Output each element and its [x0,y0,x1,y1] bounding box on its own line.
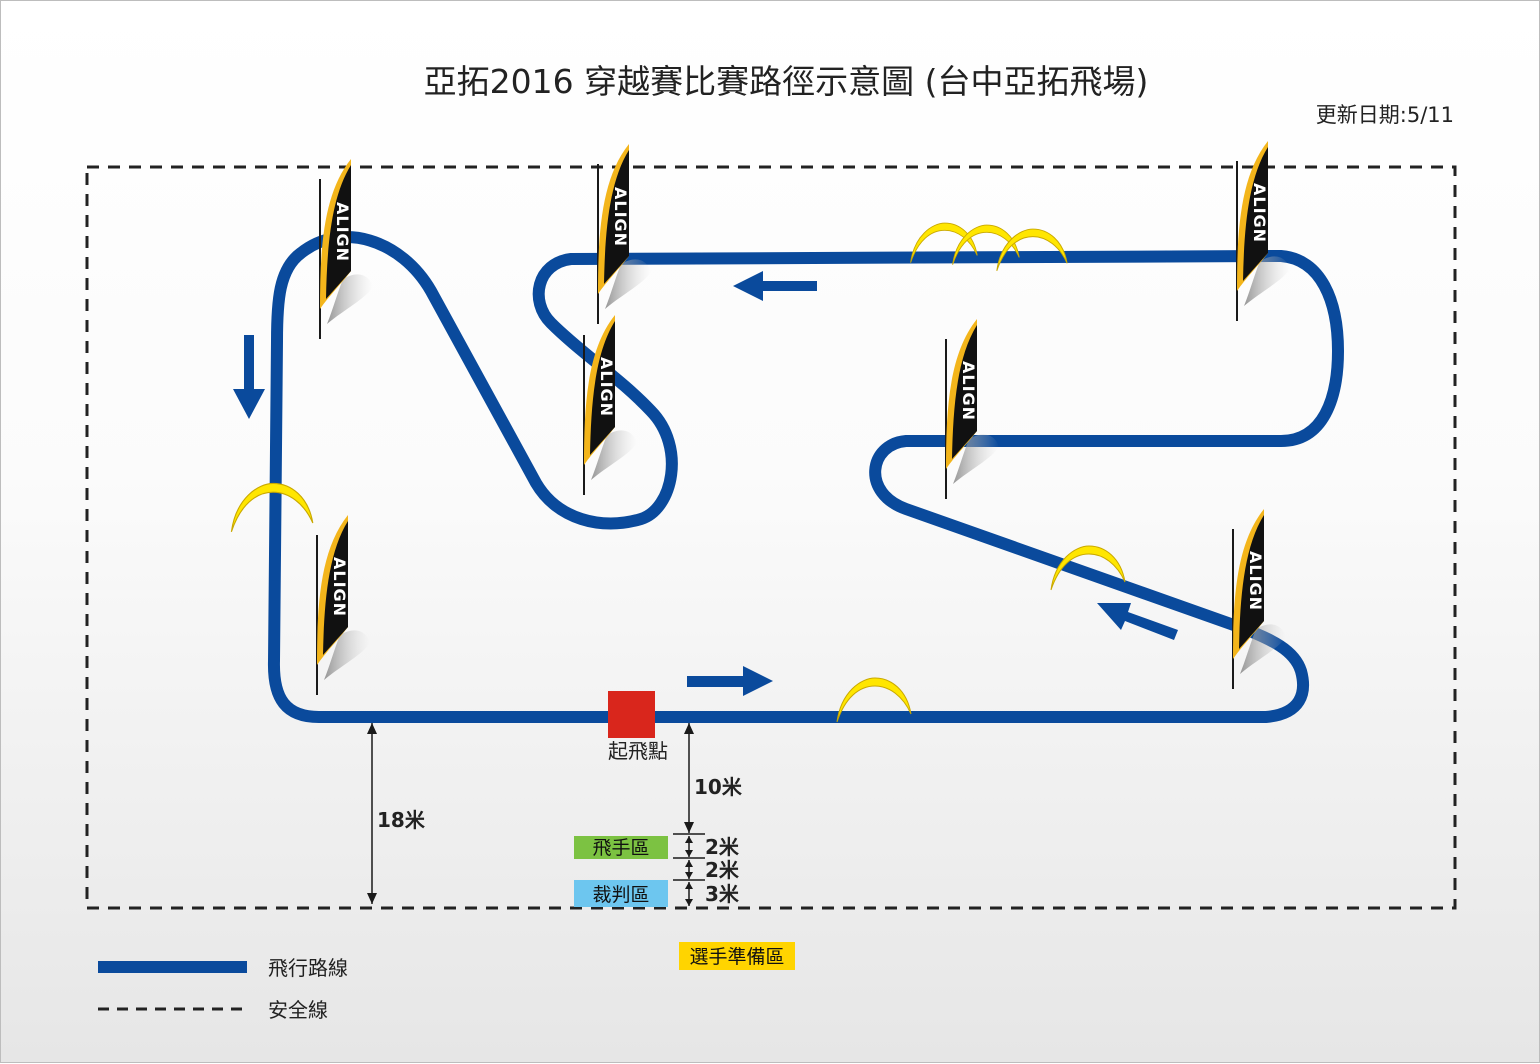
takeoff-label: 起飛點 [608,739,668,763]
page-title: 亞拓2016 穿越賽比賽路徑示意圖 (台中亞拓飛場) [424,62,1149,101]
flags: ALIGN ALIGN ALIGN ALIGN ALIGN ALIGN ALIG… [316,140,1291,696]
legend: 飛行路線 安全線 [98,956,348,1022]
pilot-zone [574,836,668,859]
dimension-18m: 18米 [377,808,426,832]
svg-text:ALIGN: ALIGN [1250,183,1269,243]
dimension-2m-a: 2米 [705,835,740,859]
judge-zone [574,880,668,907]
dimension-3m: 3米 [705,882,740,906]
pilot-zone-label: 飛手區 [592,837,649,859]
flight-path [267,231,1344,723]
arrow-left-icon [733,271,817,301]
arrow-upleft-icon [1097,603,1178,640]
align-flag-icon: ALIGN [945,318,1000,500]
dimension-2m-b: 2米 [705,858,740,882]
svg-text:ALIGN: ALIGN [611,187,630,247]
dimension-10m: 10米 [694,775,743,799]
svg-text:ALIGN: ALIGN [333,202,352,262]
align-flag-icon: ALIGN [319,158,374,340]
align-flag-icon: ALIGN [316,514,371,696]
legend-flight-path-label: 飛行路線 [268,956,348,980]
align-flag-icon: ALIGN [583,314,638,496]
svg-text:ALIGN: ALIGN [597,357,616,417]
arrow-right-icon [687,666,773,696]
arrow-down-icon [233,335,265,419]
dimension-lines [367,723,705,906]
align-flag-icon: ALIGN [597,143,652,325]
direction-arrows [233,271,1178,696]
svg-text:ALIGN: ALIGN [1246,551,1265,611]
prep-zone [679,942,795,970]
judge-zone-label: 裁判區 [592,884,649,906]
align-flag-icon: ALIGN [1232,508,1287,690]
legend-safety-line-label: 安全線 [268,998,328,1022]
takeoff-point [608,691,655,738]
svg-text:ALIGN: ALIGN [959,361,978,421]
safety-line [85,165,1457,910]
prep-zone-label: 選手準備區 [689,946,784,968]
svg-text:ALIGN: ALIGN [330,557,349,617]
update-date: 更新日期:5/11 [1316,103,1454,127]
align-flag-icon: ALIGN [1236,140,1291,322]
